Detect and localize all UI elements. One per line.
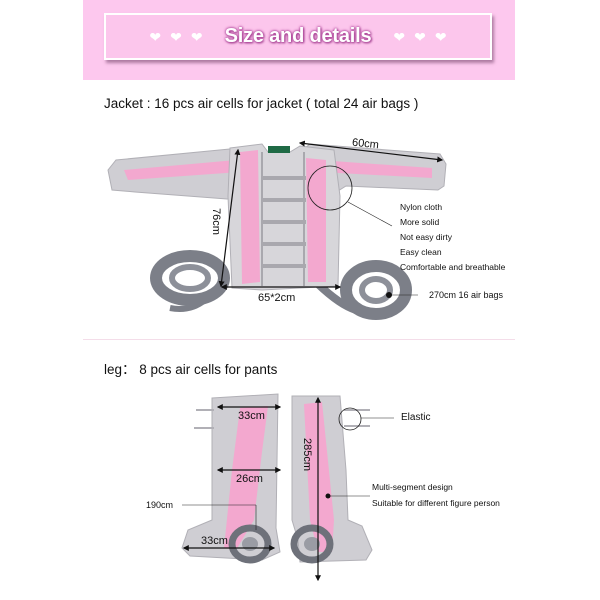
heart-icon: ❤ xyxy=(434,28,447,45)
leg-length-label: 285cm xyxy=(301,438,313,472)
feature-item: More solid xyxy=(400,217,440,227)
feature-item: Easy clean xyxy=(400,247,442,257)
jacket-height-label: 76cm xyxy=(210,208,222,235)
hose-label: 270cm 16 air bags xyxy=(429,290,504,300)
leg-feature-item: Suitable for different figure person xyxy=(372,498,500,508)
leg-foot-width-label: 33cm xyxy=(201,535,228,547)
leg-feature-item: Multi-segment design xyxy=(372,482,453,492)
jacket-features: Nylon cloth More solid Not easy dirty Ea… xyxy=(400,200,505,275)
feature-item: Nylon cloth xyxy=(400,202,443,212)
jacket-heading: Jacket : 16 pcs air cells for jacket ( t… xyxy=(104,96,419,111)
leg-heading: leg： 8 pcs air cells for pants xyxy=(104,362,278,377)
heart-icon: ❤ xyxy=(170,28,182,45)
heart-icon: ❤ xyxy=(190,28,203,45)
heart-icon: ❤ xyxy=(149,28,162,45)
hose-coil-left xyxy=(150,250,230,312)
elastic-label: Elastic xyxy=(401,412,431,423)
leg-illustration xyxy=(181,393,394,582)
jacket-width-label: 65*2cm xyxy=(258,292,296,304)
left-hearts: ❤ ❤ ❤ xyxy=(149,30,202,44)
heart-icon: ❤ xyxy=(393,28,406,45)
leg-top-width-label: 33cm xyxy=(238,410,265,422)
feature-item: Not easy dirty xyxy=(400,232,452,242)
section-divider xyxy=(83,339,515,340)
title-banner: ❤ ❤ ❤ Size and details ❤ ❤ ❤ xyxy=(83,0,515,80)
title-box: ❤ ❤ ❤ Size and details ❤ ❤ ❤ xyxy=(104,13,492,60)
page-title: Size and details xyxy=(224,25,372,47)
jacket-illustration xyxy=(107,140,447,320)
leg-hose-length-label: 190cm xyxy=(146,500,174,510)
feature-item: Comfortable and breathable xyxy=(400,262,506,272)
leg-mid-width-label: 26cm xyxy=(236,473,263,485)
heart-icon: ❤ xyxy=(414,28,426,45)
right-hearts: ❤ ❤ ❤ xyxy=(393,30,446,44)
